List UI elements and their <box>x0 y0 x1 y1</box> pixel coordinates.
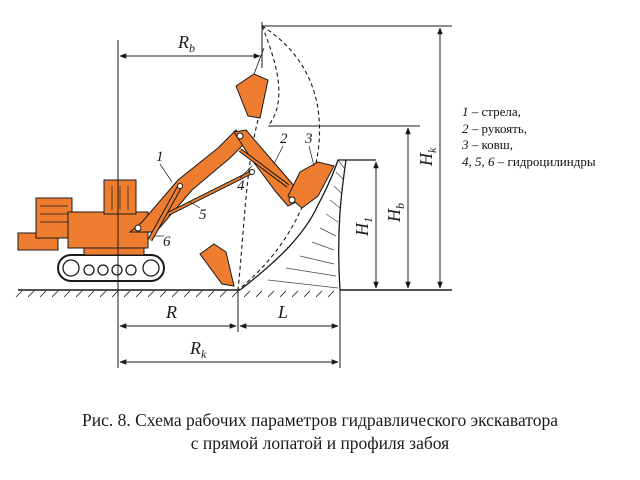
dimension-bottom <box>117 290 341 368</box>
legend-text: – ковш, <box>468 137 514 152</box>
caption-line-1: Рис. 8. Схема рабочих параметров гидравл… <box>82 410 558 430</box>
face-profile <box>239 159 376 291</box>
label-h1-sub: 1 <box>361 217 375 223</box>
bucket-bottom-position <box>199 243 235 287</box>
bucket-top-position <box>235 73 269 119</box>
legend-text: – гидроцилиндры <box>494 153 596 169</box>
legend-item: 2 – рукоять, <box>462 121 596 138</box>
label-hk-sub: k <box>425 147 439 153</box>
label-hb-group: Hb <box>384 203 407 223</box>
svg-text:Rb: Rb <box>177 32 195 55</box>
part-label-6: 6 <box>163 234 171 250</box>
legend-item: 1 – стрела, <box>462 104 596 121</box>
figure-caption: Рис. 8. Схема рабочих параметров гидравл… <box>0 409 640 455</box>
label-hb: H <box>384 208 404 223</box>
label-hk: H <box>416 152 436 167</box>
label-hb-sub: b <box>393 203 407 209</box>
label-r: R <box>165 302 177 322</box>
engine-house <box>35 197 73 239</box>
digging-envelope <box>237 25 321 291</box>
label-rk: R <box>189 338 201 358</box>
label-h1-group: H1 <box>352 217 375 237</box>
legend-text: – рукоять, <box>468 120 528 136</box>
dimension-rb: Rb <box>117 22 263 290</box>
label-rk-group: Rk <box>189 338 207 361</box>
excavator-machine <box>17 47 335 287</box>
part-label-5: 5 <box>199 207 207 223</box>
legend-item: 3 – ковш, <box>462 137 596 154</box>
legend-text: – стрела, <box>468 104 521 119</box>
part-label-4: 4 <box>237 178 245 194</box>
part-label-2: 2 <box>280 131 288 147</box>
part-label-1: 1 <box>156 149 164 165</box>
label-rb: R <box>177 32 189 52</box>
legend-num: 3 <box>462 137 469 152</box>
legend-num: 4, 5, 6 <box>462 153 495 169</box>
legend-item: 4, 5, 6 – гидроцилиндры <box>462 154 596 171</box>
boom <box>128 129 247 233</box>
legend: 1 – стрела, 2 – рукоять, 3 – ковш, 4, 5,… <box>462 104 596 170</box>
caption-line-2: с прямой лопатой и профиля забоя <box>190 433 450 453</box>
label-h1: H <box>352 222 372 237</box>
label-rk-sub: k <box>201 347 207 361</box>
ground-line <box>15 289 452 298</box>
label-hk-group: Hk <box>416 147 439 167</box>
dimension-verticals <box>262 25 452 289</box>
bucket <box>287 161 335 209</box>
legend-num: 1 <box>462 104 469 119</box>
legend-num: 2 <box>462 120 469 136</box>
cabin <box>103 179 137 215</box>
label-l: L <box>277 302 288 322</box>
part-label-3: 3 <box>304 131 313 147</box>
label-rb-sub: b <box>189 41 195 55</box>
